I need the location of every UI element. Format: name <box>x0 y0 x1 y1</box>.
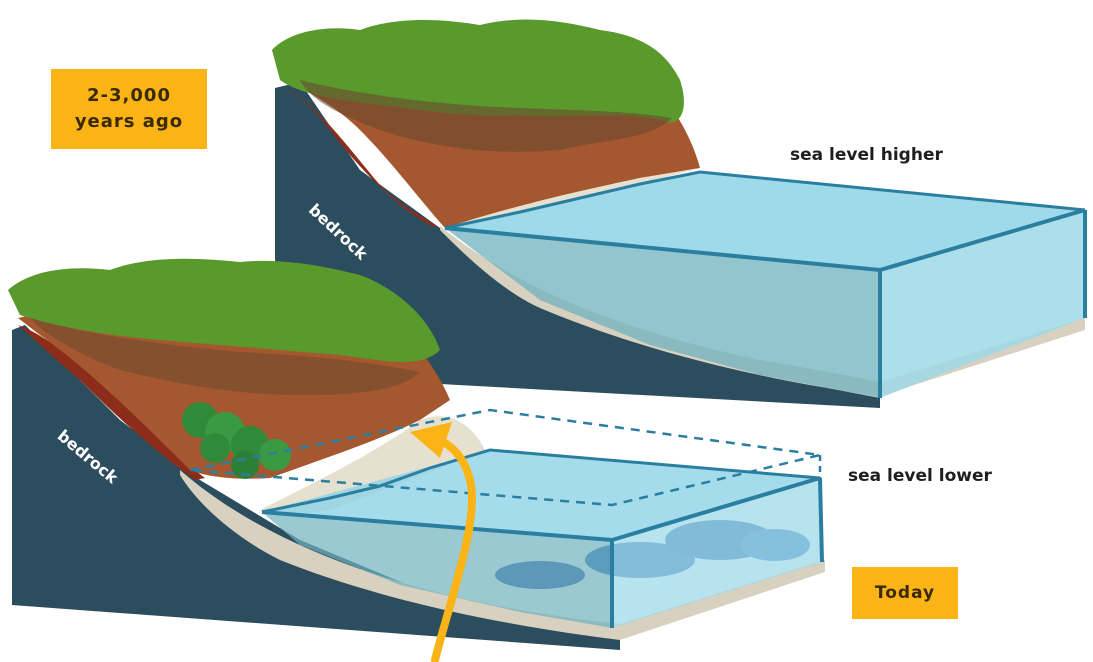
today-badge: Today <box>852 567 958 619</box>
mangrove-cluster <box>182 402 291 479</box>
water-surface-line-past <box>444 170 1086 230</box>
sediment-band-today <box>180 470 825 640</box>
sea-level-higher-label: sea level higher <box>790 145 943 165</box>
soil-slope-today <box>18 325 205 480</box>
forest-canopy-shade-today <box>30 318 420 395</box>
block-past <box>272 19 1087 408</box>
water-top-past <box>445 172 1085 270</box>
past-badge-line1: 2-3,000 <box>87 85 171 106</box>
water-side-today <box>612 478 822 628</box>
past-time-badge: 2-3,000 years ago <box>51 69 207 149</box>
water-edge-today-side <box>818 477 824 563</box>
water-front-today <box>262 512 612 628</box>
sea-level-change-arrow <box>410 422 476 662</box>
past-badge-line2: years ago <box>74 111 184 132</box>
bedrock-face-today <box>12 325 620 650</box>
block-today <box>8 258 825 650</box>
past-sea-level-outline <box>189 408 821 507</box>
water-front-past <box>445 228 880 398</box>
forest-canopy-today <box>8 258 440 362</box>
water-surface-line-today <box>261 448 821 514</box>
forest-canopy-shade-past <box>300 80 672 152</box>
today-badge-label: Today <box>874 583 936 603</box>
sea-level-lower-label: sea level lower <box>848 466 992 486</box>
